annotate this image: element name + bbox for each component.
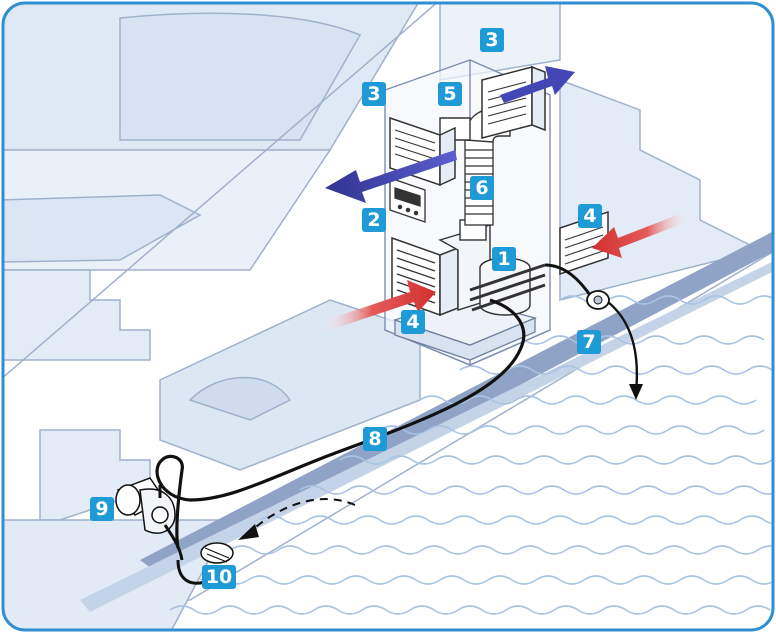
callout-4-left: 4	[401, 310, 425, 334]
callout-8: 8	[363, 427, 387, 451]
svg-text:6: 6	[475, 177, 488, 199]
callout-9: 9	[90, 497, 114, 521]
callout-2: 2	[362, 208, 386, 232]
svg-text:3: 3	[367, 83, 380, 105]
seawater-pump	[115, 477, 184, 561]
intake-strainer	[176, 542, 234, 585]
control-panel	[389, 177, 426, 223]
cold-air-arrow-left	[325, 150, 457, 203]
intake-flow-arrow	[238, 498, 356, 540]
warm-air-arrow-left	[320, 280, 436, 332]
svg-text:10: 10	[206, 566, 232, 588]
callout-7: 7	[577, 330, 601, 354]
warm-air-arrow-right	[592, 210, 692, 258]
svg-text:8: 8	[368, 428, 381, 450]
callout-1: 1	[492, 247, 516, 271]
svg-text:4: 4	[406, 311, 419, 333]
callout-4-right: 4	[578, 204, 602, 228]
svg-text:2: 2	[367, 209, 380, 231]
callout-10: 10	[202, 565, 236, 589]
svg-text:9: 9	[95, 498, 108, 520]
overboard-discharge	[544, 263, 643, 400]
svg-text:5: 5	[443, 83, 456, 105]
compressor	[469, 257, 546, 316]
svg-text:4: 4	[583, 205, 596, 227]
callout-6: 6	[470, 176, 494, 200]
hull-edge-lower	[80, 260, 773, 612]
callout-5: 5	[438, 82, 462, 106]
callout-3-top: 3	[480, 28, 504, 52]
cold-air-arrow-right	[500, 66, 575, 103]
seawater-hose	[155, 298, 526, 549]
svg-text:7: 7	[582, 331, 595, 353]
svg-text:3: 3	[485, 29, 498, 51]
callout-3-left: 3	[362, 82, 386, 106]
svg-text:1: 1	[497, 248, 510, 270]
